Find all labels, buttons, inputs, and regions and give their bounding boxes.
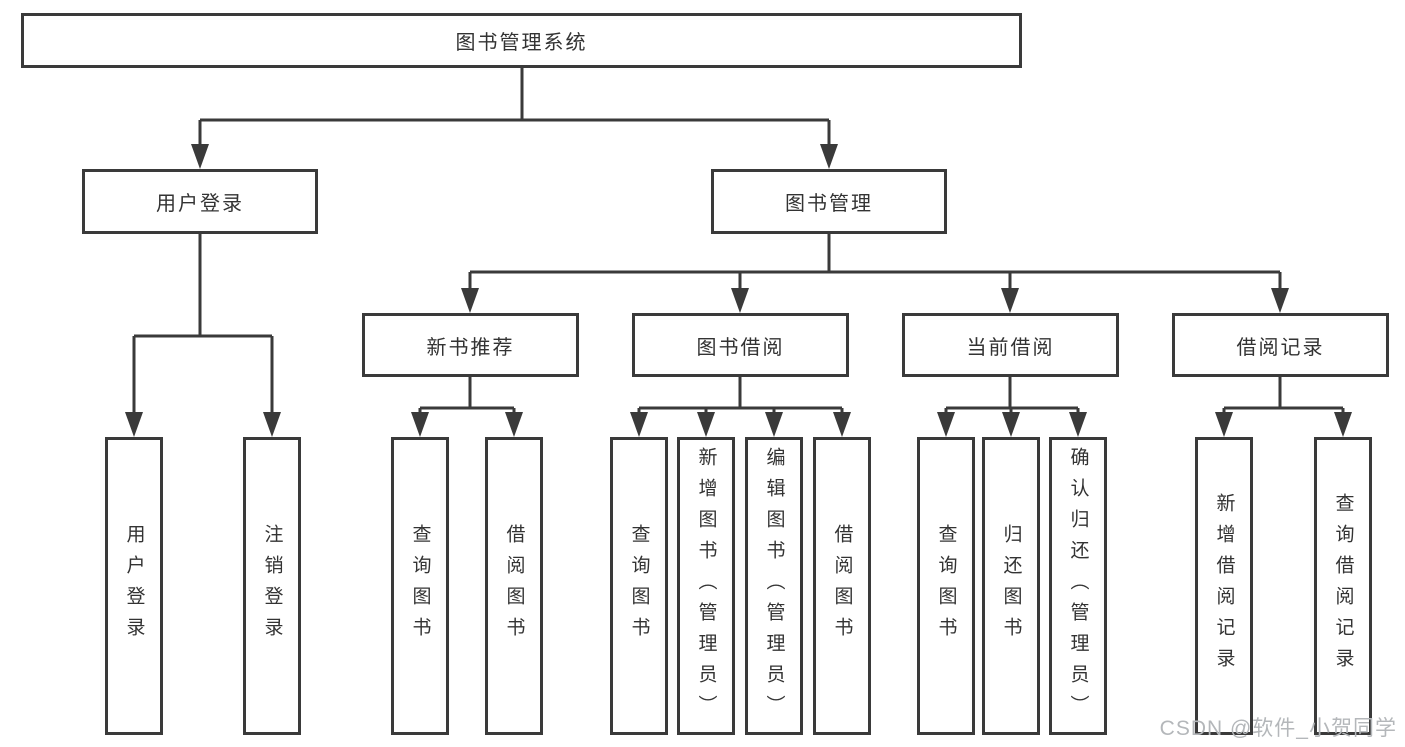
leaf-borrow-query-books: 查询图书 [610,437,668,735]
edge-book-borrow-to-leaves [630,377,851,437]
edge-user-login-to-leaves [125,234,281,437]
leaf-newbook-borrow-books-label: 借阅图书 [503,524,525,648]
leaf-borrow-add-books-admin-label: 新增图书（管理员） [695,446,717,726]
leaf-borrow-add-books-admin: 新增图书（管理员） [677,437,735,735]
edge-borrow-records-to-leaves [1215,377,1352,437]
node-book-borrow: 图书借阅 [632,313,849,377]
node-book-management: 图书管理 [711,169,947,234]
edge-current-borrow-to-leaves [937,377,1087,437]
edge-book-management-to-level3 [461,234,1289,313]
edge-new-book-recommend-to-leaves [411,377,523,437]
node-borrow-records: 借阅记录 [1172,313,1389,377]
leaf-current-return-books-label: 归还图书 [1000,524,1022,648]
leaf-current-return-books: 归还图书 [982,437,1040,735]
node-book-borrow-label: 图书借阅 [696,336,785,359]
node-book-management-label: 图书管理 [785,193,873,215]
node-user-login-label: 用户登录 [156,193,244,215]
leaf-current-confirm-return-admin-label: 确认归还（管理员） [1067,446,1089,726]
leaf-borrow-borrow-books: 借阅图书 [813,437,871,735]
node-user-login: 用户登录 [82,169,318,234]
leaf-borrow-borrow-books-label: 借阅图书 [831,524,853,648]
leaf-borrow-query-books-label: 查询图书 [628,524,650,648]
leaf-records-add-borrow-record-label: 新增借阅记录 [1213,493,1235,679]
leaf-records-add-borrow-record: 新增借阅记录 [1195,437,1253,735]
leaf-newbook-query-books-label: 查询图书 [409,524,431,648]
leaf-current-confirm-return-admin: 确认归还（管理员） [1049,437,1107,735]
node-current-borrow: 当前借阅 [902,313,1119,377]
leaf-current-query-books: 查询图书 [917,437,975,735]
leaf-newbook-query-books: 查询图书 [391,437,449,735]
leaf-borrow-edit-books-admin-label: 编辑图书（管理员） [763,446,785,726]
leaf-current-query-books-label: 查询图书 [935,524,957,648]
node-system-root: 图书管理系统 [21,13,1022,68]
leaf-logout-label: 注销登录 [261,524,283,648]
node-system-root-label: 图书管理系统 [455,32,588,54]
leaf-logout: 注销登录 [243,437,301,735]
leaf-newbook-borrow-books: 借阅图书 [485,437,543,735]
node-borrow-records-label: 借阅记录 [1236,336,1325,359]
leaf-records-query-borrow-record: 查询借阅记录 [1314,437,1372,735]
edge-root-to-level2 [191,68,838,169]
leaf-records-query-borrow-record-label: 查询借阅记录 [1332,493,1354,679]
node-new-book-recommend: 新书推荐 [362,313,579,377]
node-new-book-recommend-label: 新书推荐 [426,336,515,359]
leaf-user-login: 用户登录 [105,437,163,735]
leaf-borrow-edit-books-admin: 编辑图书（管理员） [745,437,803,735]
leaf-user-login-label: 用户登录 [123,524,145,648]
node-current-borrow-label: 当前借阅 [966,336,1055,359]
